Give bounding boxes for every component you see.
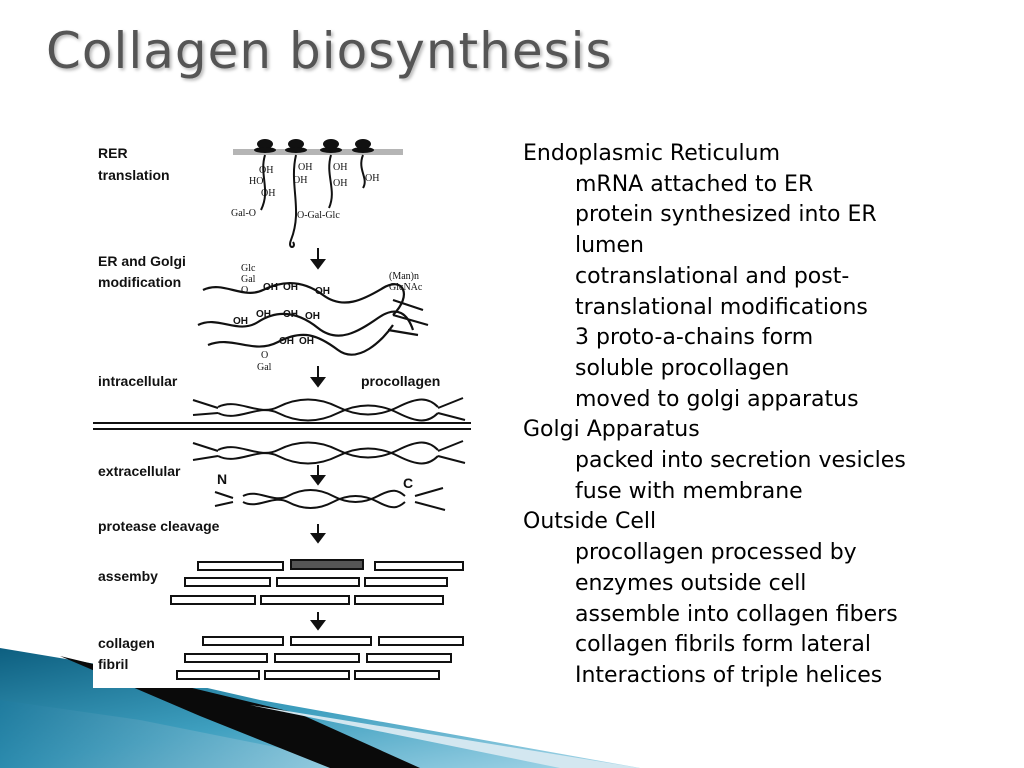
label-procollagen: procollagen — [361, 373, 440, 389]
chem-glcnac: GlcNAc — [389, 282, 423, 293]
chem-oh: OH — [333, 162, 347, 173]
ribosome-icons — [254, 139, 374, 153]
chem-ho: HO — [249, 176, 263, 187]
procollagen-helix-intracellular — [192, 397, 466, 422]
label-intracellular: intracellular — [98, 373, 178, 389]
outline-subitem: protein synthesized into ER — [575, 202, 877, 228]
outline-subitem: fuse with membrane — [575, 478, 803, 504]
label-collagen: collagen — [98, 635, 155, 651]
outline-subitem: lumen — [575, 233, 644, 259]
cleaved-helix — [214, 487, 446, 511]
label-rer: RER — [98, 145, 128, 161]
chem-gal: Gal — [257, 362, 272, 373]
chem-oh: OH — [256, 309, 271, 320]
chem-gal: Gal — [241, 274, 256, 285]
bullet-outline: Endoplasmic Reticulum mRNA attached to ER… — [523, 139, 1003, 692]
label-translation: translation — [98, 167, 170, 183]
collagen-diagram: RER translation ER and Golgi modificatio… — [93, 130, 471, 688]
chem-gal-o: Gal-O — [231, 208, 256, 219]
outline-subitem: cotranslational and post- — [575, 263, 850, 289]
chem-man-n: (Man)n — [389, 271, 419, 282]
label-n-terminus: N — [217, 471, 227, 487]
chem-oh: OH — [279, 336, 294, 347]
chem-oh: OH — [261, 188, 275, 199]
outline-subitem: assemble into collagen fibers — [575, 601, 898, 627]
outline-subitem: translational modifications — [575, 294, 868, 320]
outline-subitem: procollagen processed by — [575, 540, 857, 566]
outline-subitem: packed into secretion vesicles — [575, 448, 906, 474]
procollagen-helix-extracellular — [192, 440, 466, 465]
chem-oh: OH — [283, 282, 298, 293]
outline-subitem: collagen fibrils form lateral — [575, 632, 871, 658]
label-protease-cleavage: protease cleavage — [98, 518, 220, 534]
rer-membrane — [233, 149, 403, 155]
outline-subitem: moved to golgi apparatus — [575, 386, 859, 412]
label-assembly: assemby — [98, 568, 158, 584]
outline-heading: Golgi Apparatus — [523, 417, 700, 443]
chem-oh: OH — [263, 282, 278, 293]
slide-title: Collagen biosynthesis — [46, 22, 613, 80]
chem-oh: OH — [315, 286, 330, 297]
chem-oh: OH — [298, 162, 312, 173]
label-extracellular: extracellular — [98, 463, 181, 479]
collagen-fibril-bars — [176, 636, 464, 680]
outline-subitem: 3 proto-a-chains form — [575, 325, 814, 351]
chem-oh: OH — [283, 309, 298, 320]
outline-heading: Outside Cell — [523, 509, 657, 535]
outline-subitem: mRNA attached to ER — [575, 171, 814, 197]
chem-oh: OH — [299, 336, 314, 347]
chem-oh: OH — [305, 311, 320, 322]
label-fibril: fibril — [98, 656, 128, 672]
outline-heading: Endoplasmic Reticulum — [523, 141, 781, 166]
outline-subitem: soluble procollagen — [575, 355, 790, 381]
chem-o: O — [261, 350, 268, 361]
chem-oh: OH — [293, 175, 307, 186]
label-er-golgi: ER and Golgi — [98, 253, 186, 269]
chem-oh: OH — [365, 173, 379, 184]
chem-glc: Glc — [241, 263, 256, 274]
chem-o-gal-glc: O-Gal-Glc — [297, 210, 340, 221]
modified-chains — [197, 281, 429, 356]
down-arrow-icons — [310, 248, 326, 631]
chem-oh: OH — [233, 316, 248, 327]
outline-subitem: Interactions of triple helices — [575, 662, 883, 688]
chem-oh: OH — [259, 165, 273, 176]
outline-subitem: enzymes outside cell — [575, 570, 807, 596]
label-c-terminus: C — [403, 475, 413, 491]
nascent-chains — [260, 154, 366, 248]
cell-membrane — [93, 422, 471, 430]
assembly-fibers — [170, 559, 464, 605]
chem-oh: OH — [333, 178, 347, 189]
label-modification: modification — [98, 274, 181, 290]
chem-o: O — [241, 285, 248, 296]
